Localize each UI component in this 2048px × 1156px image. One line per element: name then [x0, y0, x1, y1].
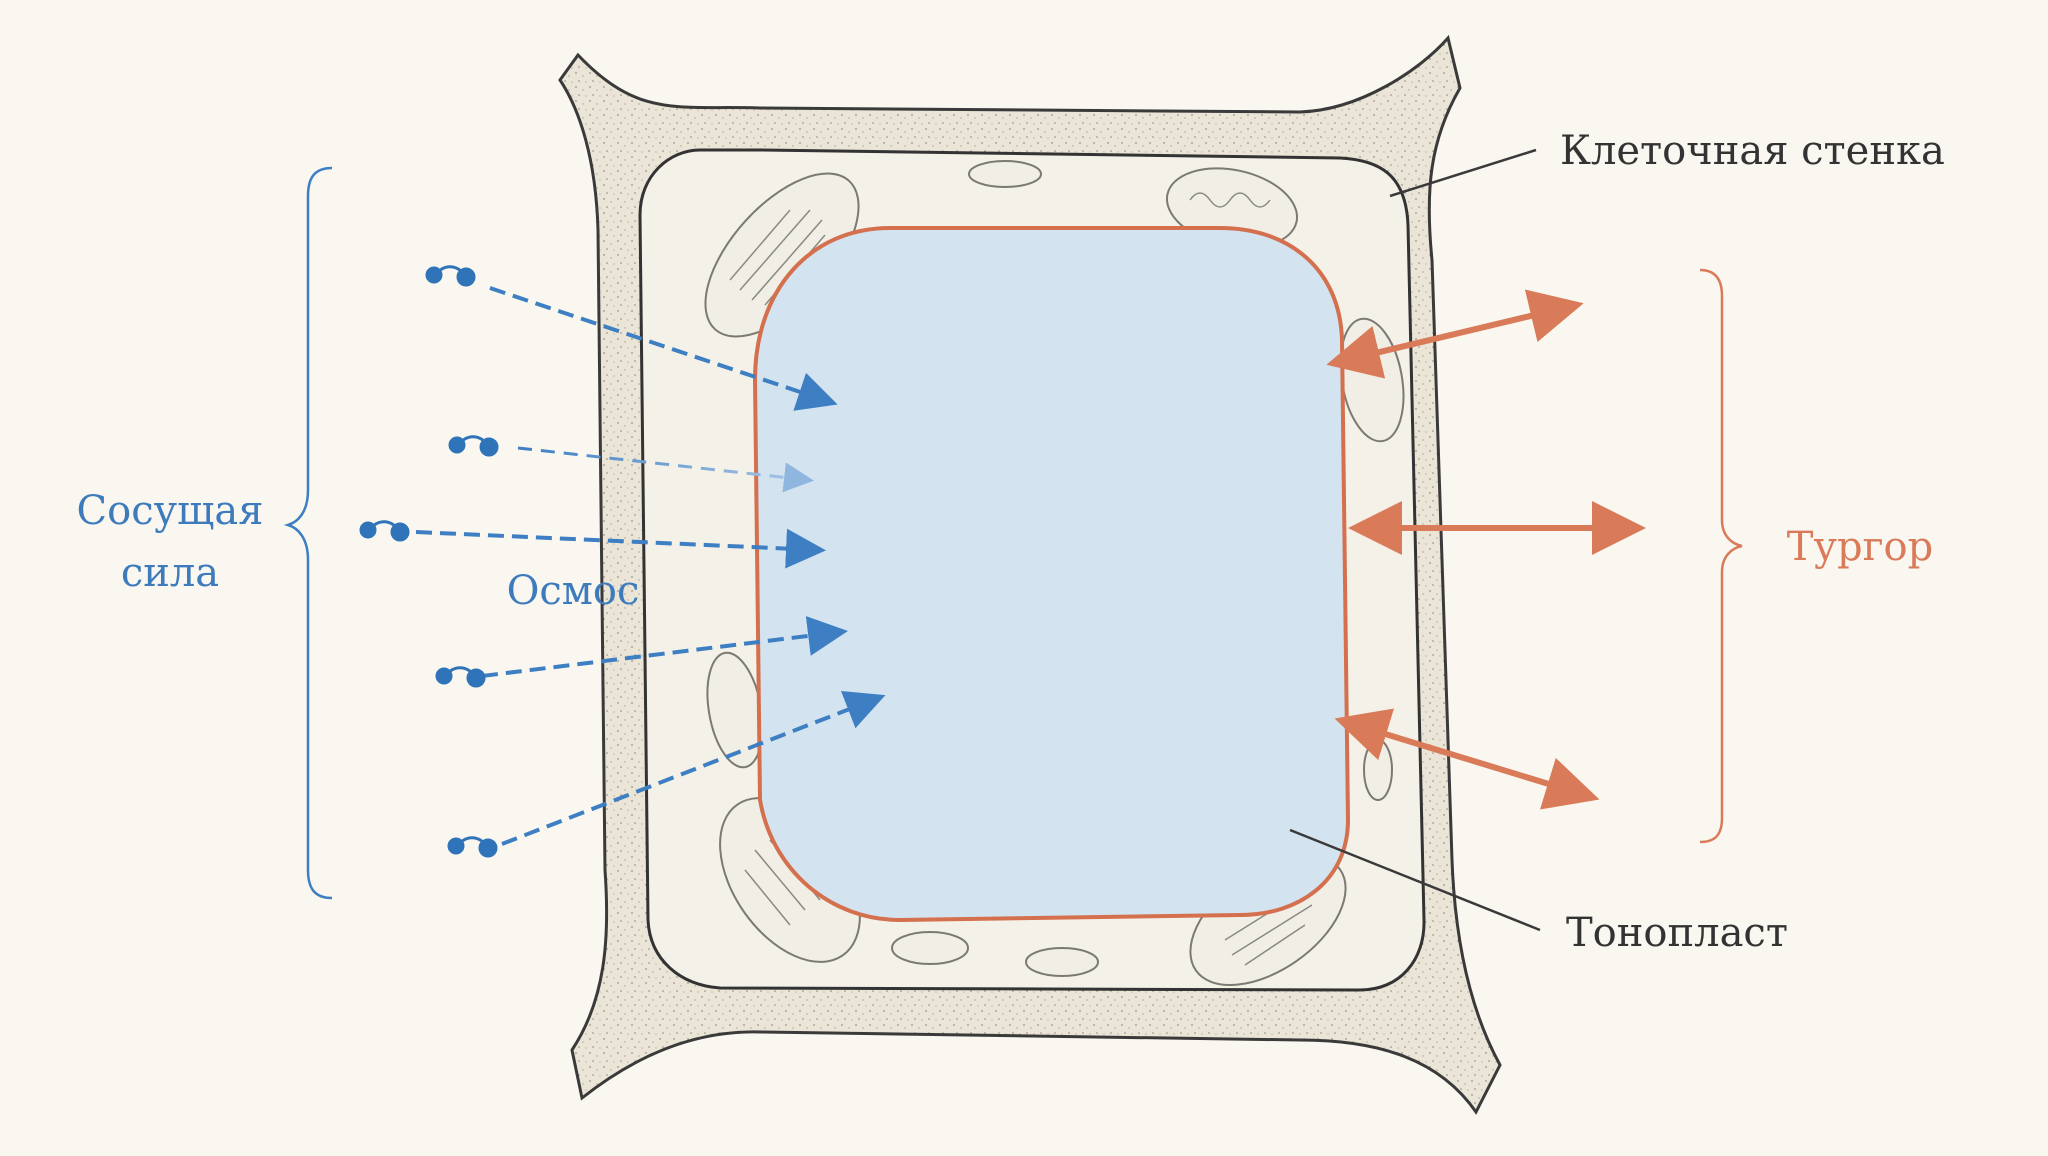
chloroplast-icon — [704, 172, 860, 338]
water-molecule-icon — [359, 520, 410, 542]
water-molecule-icon — [448, 435, 499, 457]
tonoplast-label: Тонопласт — [1566, 910, 1788, 956]
osmosis-label: Осмос — [507, 568, 640, 614]
osmosis-arrow — [481, 616, 848, 678]
water-molecules — [359, 265, 499, 858]
tonoplast-leader — [1289, 828, 1541, 932]
suction-force-brace — [283, 166, 333, 900]
turgor-label: Тургор — [1787, 524, 1933, 570]
turgor-arrow — [1334, 708, 1600, 810]
cell-wall-leader — [1389, 148, 1537, 198]
suction-force-label-line2: сила — [121, 550, 219, 596]
turgor-brace — [1699, 268, 1743, 844]
water-molecule-icon — [447, 836, 498, 858]
turgor-arrows — [1326, 289, 1646, 810]
water-molecule-icon — [435, 666, 486, 688]
suction-force-label-line1: Сосущая — [77, 488, 264, 534]
water-molecule-icon — [425, 265, 476, 287]
cell-wall-label: Клеточная стенка — [1560, 128, 1945, 174]
osmosis-arrow — [489, 286, 838, 411]
osmosis-arrows — [415, 286, 886, 846]
osmosis-arrow — [415, 528, 826, 569]
osmosis-arrow — [517, 446, 814, 493]
osmosis-arrow — [501, 690, 886, 846]
vacuole — [752, 226, 1351, 923]
turgor-arrow — [1326, 289, 1584, 379]
